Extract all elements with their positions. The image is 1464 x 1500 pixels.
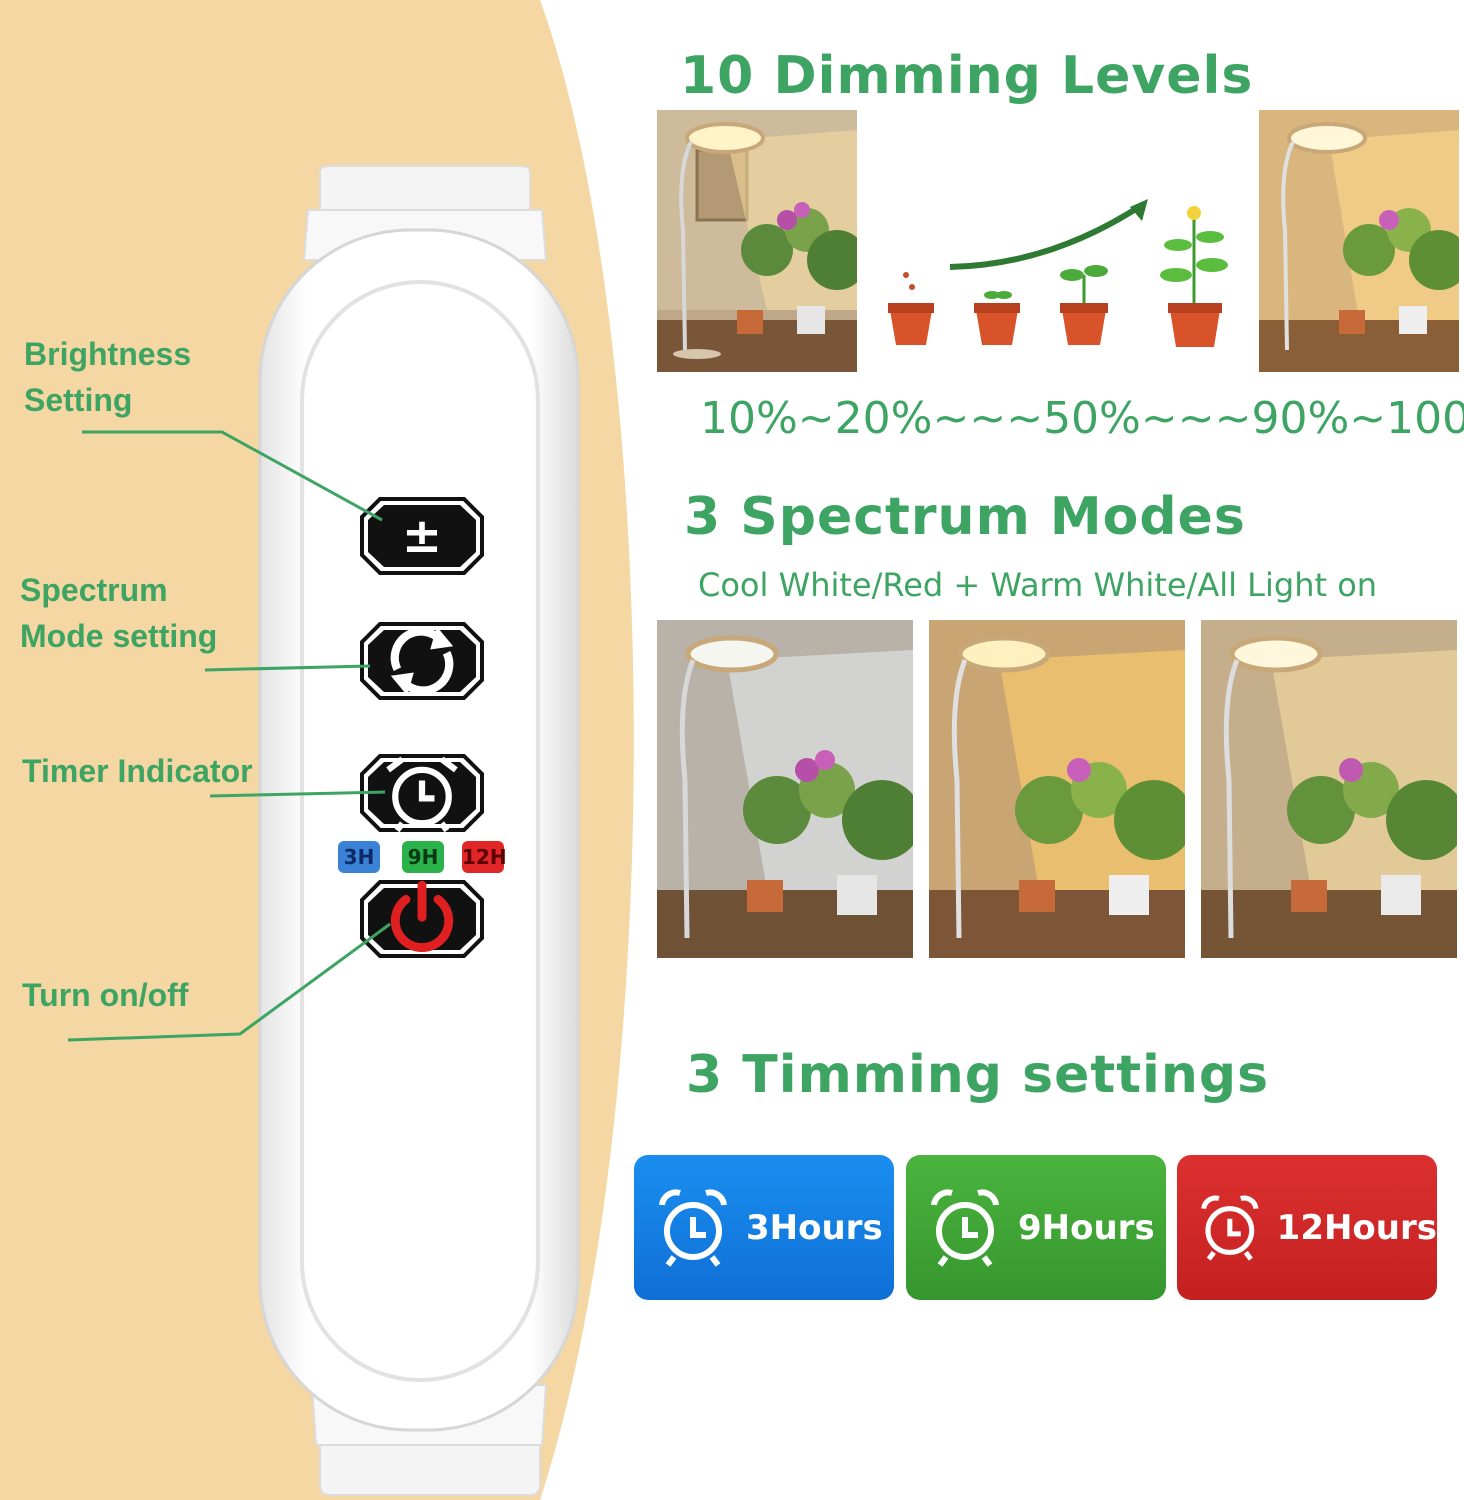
- brightness-button[interactable]: ±: [358, 495, 486, 577]
- timer-card-label: 3Hours: [746, 1207, 883, 1248]
- timer-button[interactable]: [358, 752, 486, 834]
- spectrum-photo-cool-white: [657, 620, 913, 958]
- spectrum-photo-all-light: [1201, 620, 1457, 958]
- callout-lines: [67, 430, 391, 1042]
- plus-minus-icon: ±: [401, 508, 443, 564]
- timer-tag-12h: 12H: [462, 841, 507, 873]
- spectrum-subtitle: Cool White/Red + Warm White/All Light on: [698, 566, 1378, 604]
- timer-card-3h: 3Hours: [634, 1155, 894, 1300]
- timer-card-label: 12Hours: [1276, 1207, 1437, 1248]
- dimming-scale: 10%~20%~~~50%~~~90%~100%: [700, 393, 1464, 444]
- timer-tag-9h: 9H: [402, 841, 444, 873]
- timing-heading: 3 Timming settings: [686, 1045, 1270, 1105]
- timer-card-9h: 9Hours: [906, 1155, 1166, 1300]
- spectrum-mode-button[interactable]: [358, 620, 486, 702]
- spectrum-heading: 3 Spectrum Modes: [684, 487, 1246, 547]
- timer-card-label: 9Hours: [1018, 1207, 1155, 1248]
- alarm-clock-icon: [659, 1188, 727, 1267]
- timer-indicator-label: Timer Indicator: [22, 753, 253, 789]
- lamp-photo-dim: [657, 110, 857, 372]
- alarm-clock-icon: [1201, 1195, 1259, 1261]
- turn-on-off-label: Turn on/off: [22, 977, 189, 1013]
- lamp-photo-bright: [1259, 110, 1459, 372]
- power-button[interactable]: [358, 878, 486, 960]
- spectrum-photo-warm-white: [929, 620, 1185, 958]
- brightness-setting-label: Brightness Setting: [24, 336, 192, 418]
- growth-illustration: [880, 195, 1240, 360]
- dimming-heading: 10 Dimming Levels: [680, 46, 1254, 106]
- timer-tag-3h: 3H: [338, 841, 380, 873]
- timer-card-12h: 12Hours: [1177, 1155, 1437, 1300]
- spectrum-mode-label: Spectrum Mode setting: [20, 572, 218, 654]
- cycle-arrows-icon: [390, 626, 454, 696]
- power-icon: [390, 880, 454, 952]
- alarm-clock-icon: [931, 1188, 999, 1267]
- alarm-clock-icon: [386, 756, 458, 833]
